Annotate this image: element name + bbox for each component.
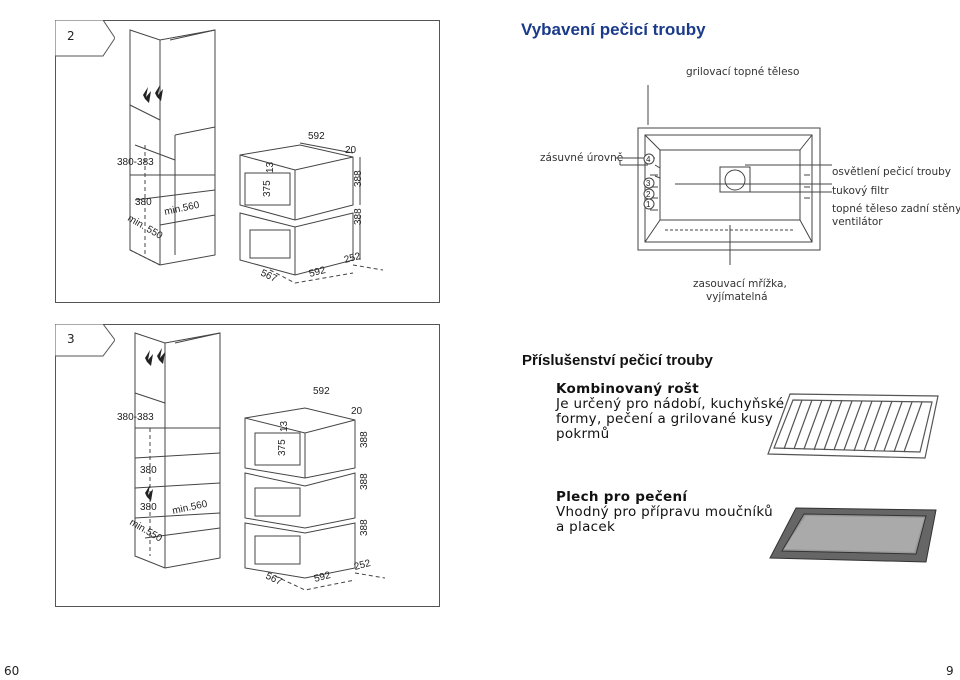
level-4: 4 (646, 155, 651, 164)
label-shelf-levels: zásuvné úrovně (540, 152, 624, 164)
tray-line-1: Vhodný pro přípravu moučníků (556, 504, 773, 520)
level-1: 1 (646, 200, 651, 209)
oven-interior-diagram: 4 3 2 1 (615, 85, 832, 265)
dim-380-383: 380-383 (117, 157, 154, 168)
dim-375: 375 (262, 180, 273, 197)
dim-388-a: 388 (359, 431, 370, 448)
figure-3-tab (55, 324, 115, 357)
figure-2-frame (55, 20, 440, 303)
label-rack-removable: vyjímatelná (706, 291, 768, 303)
label-grill-element: grilovací topné těleso (686, 66, 800, 78)
dim-13: 13 (265, 161, 276, 173)
page-number-right: 9 (946, 664, 954, 678)
page-title: Vybavení pečicí trouby (521, 20, 706, 39)
dim-380-383: 380-383 (117, 412, 154, 423)
accessories-heading: Příslušenství pečicí trouby (522, 352, 713, 369)
rack-line-2: formy, pečení a grilované kusy (556, 411, 774, 427)
figure-3-number: 3 (67, 332, 75, 346)
label-rack: zasouvací mřížka, (693, 278, 787, 290)
dim-252: 252 (353, 558, 372, 573)
dim-388-b: 388 (359, 473, 370, 490)
figure-3-frame (55, 324, 440, 607)
dim-567: 567 (264, 571, 284, 588)
level-2: 2 (646, 190, 651, 199)
tray-heading: Plech pro pečení (556, 489, 688, 505)
dim-min560: min.560 (163, 200, 201, 218)
label-oven-light: osvětlení pečicí trouby (832, 166, 951, 178)
dim-388-c: 388 (359, 519, 370, 536)
dim-380: 380 (135, 197, 152, 208)
dim-567: 567 (259, 268, 279, 285)
label-fan: ventilátor (832, 216, 883, 228)
page-number-left: 60 (4, 664, 20, 678)
rack-heading: Kombinovaný rošt (556, 381, 699, 397)
rack-description: Kombinovaný rošt Je určený pro nádobí, k… (556, 382, 784, 442)
dim-388-b: 388 (353, 208, 364, 225)
combination-rack-image (767, 393, 939, 459)
figure-2-drawing: 380-383 380 min.560 min. 550 592 20 13 3… (117, 29, 384, 285)
dim-252: 252 (343, 251, 362, 266)
dim-388-a: 388 (353, 170, 364, 187)
label-grease-filter: tukový filtr (832, 185, 889, 197)
tray-line-2: a placek (556, 519, 616, 535)
dim-592-b: 592 (308, 265, 327, 280)
dim-20: 20 (351, 406, 363, 417)
dim-13: 13 (279, 420, 290, 432)
dim-592-b: 592 (313, 570, 332, 585)
label-rear-heater: topné těleso zadní stěny, (832, 203, 960, 215)
figure-2-tab (55, 20, 115, 57)
dim-20: 20 (345, 145, 357, 156)
dim-592: 592 (313, 386, 330, 397)
dim-592: 592 (308, 131, 325, 142)
dim-380-b: 380 (140, 502, 157, 513)
tray-description: Plech pro pečení Vhodný pro přípravu mou… (556, 490, 773, 535)
dim-380: 380 (140, 465, 157, 476)
figure-3-drawing: 380-383 380 380 min.560 min.550 592 20 1… (117, 332, 386, 591)
rack-line-3: pokrmů (556, 426, 610, 442)
rack-line-1: Je určený pro nádobí, kuchyňské (556, 396, 785, 412)
dim-min550: min.550 (128, 517, 165, 545)
baking-tray-image (769, 507, 937, 563)
figure-2-number: 2 (67, 29, 75, 43)
dim-375: 375 (277, 439, 288, 456)
level-3: 3 (646, 179, 651, 188)
